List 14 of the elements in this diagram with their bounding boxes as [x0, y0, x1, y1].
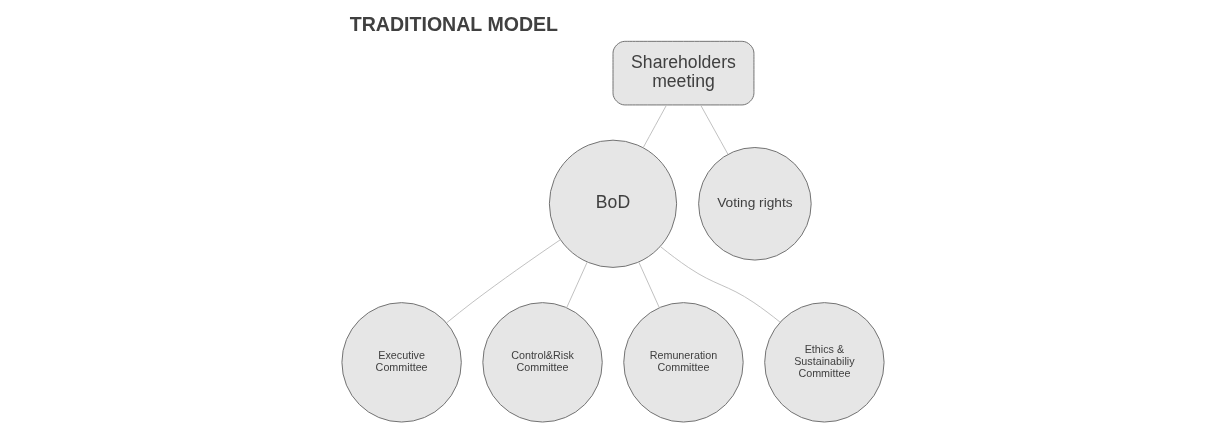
node-circle: Remuneration Committee — [623, 302, 744, 423]
node-circle: BoD — [548, 139, 678, 268]
node-circle: Control&Risk Committee — [482, 302, 603, 423]
node-circle: Executive Committee — [341, 302, 462, 423]
diagram-title: TRADITIONAL MODEL — [349, 12, 559, 35]
node-circle: Voting rights — [698, 147, 812, 261]
node-circle: Ethics & Sustainabiliy Committee — [764, 302, 885, 423]
connector — [566, 261, 588, 309]
connector — [700, 104, 729, 155]
connector — [642, 104, 667, 149]
connector — [638, 261, 660, 309]
connector — [446, 239, 561, 324]
connector — [660, 246, 781, 323]
node-box: Shareholders meeting — [612, 40, 755, 106]
